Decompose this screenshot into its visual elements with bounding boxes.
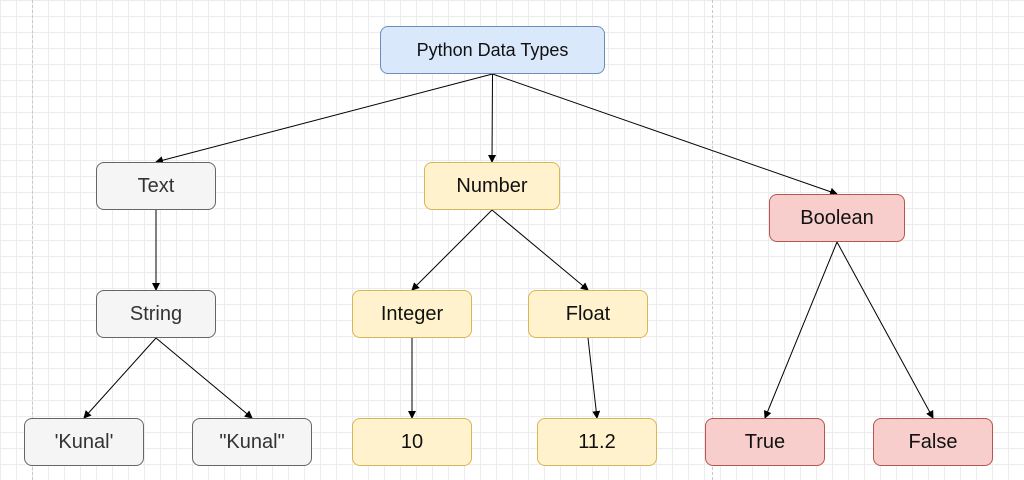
- node-label: Python Data Types: [416, 39, 569, 60]
- edge-float-to-eleven_two: [587, 337, 601, 419]
- node-float[interactable]: Float: [528, 290, 648, 338]
- node-label: Integer: [380, 302, 444, 325]
- edge-string-to-kunal_single: [83, 337, 157, 419]
- node-value-11-2[interactable]: 11.2: [537, 418, 657, 466]
- node-kunal-double-quoted[interactable]: "Kunal": [192, 418, 312, 466]
- edge-root-to-number: [488, 73, 497, 163]
- node-label: 'Kunal': [54, 430, 114, 453]
- node-label: Float: [565, 302, 611, 325]
- node-true[interactable]: True: [705, 418, 825, 466]
- node-number[interactable]: Number: [424, 162, 560, 210]
- node-string[interactable]: String: [96, 290, 216, 338]
- edge-number-to-float: [491, 209, 589, 291]
- node-label: True: [744, 430, 786, 453]
- page-break-line-right: [712, 0, 713, 480]
- node-label: Number: [456, 174, 528, 197]
- node-label: 10: [400, 430, 424, 453]
- edge-number-to-integer: [411, 209, 493, 291]
- node-false[interactable]: False: [873, 418, 993, 466]
- node-label: Boolean: [800, 206, 874, 229]
- node-text[interactable]: Text: [96, 162, 216, 210]
- page-break-line-left: [32, 0, 33, 480]
- node-integer[interactable]: Integer: [352, 290, 472, 338]
- edge-root-to-text: [155, 73, 493, 165]
- node-boolean[interactable]: Boolean: [769, 194, 905, 242]
- node-label: False: [908, 430, 958, 453]
- edge-boolean-to-false_val: [836, 241, 934, 419]
- edge-string-to-kunal_double: [155, 337, 253, 419]
- node-label: "Kunal": [219, 430, 285, 453]
- node-python-data-types[interactable]: Python Data Types: [380, 26, 605, 74]
- edge-root-to-boolean: [492, 73, 838, 196]
- node-value-10[interactable]: 10: [352, 418, 472, 466]
- node-kunal-single-quoted[interactable]: 'Kunal': [24, 418, 144, 466]
- node-label: 11.2: [578, 430, 616, 453]
- node-label: String: [129, 302, 183, 325]
- edge-boolean-to-true_val: [763, 241, 838, 419]
- node-label: Text: [137, 174, 175, 197]
